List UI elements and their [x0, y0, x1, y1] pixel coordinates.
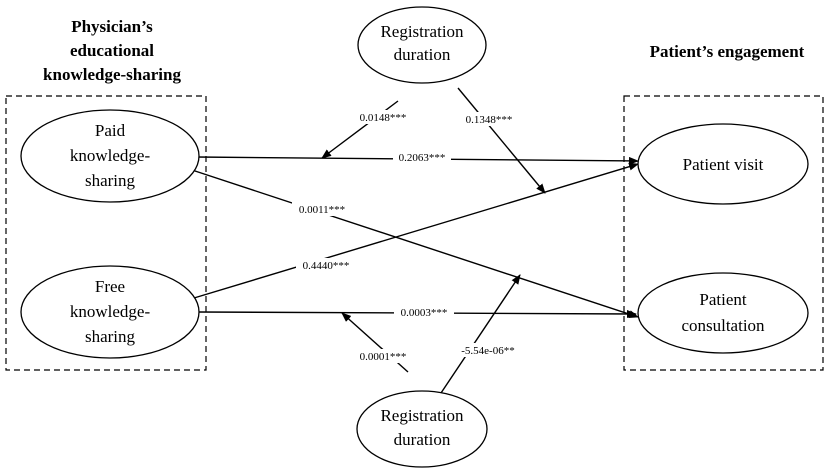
coef-free-to-visit: 0.4440***	[303, 260, 350, 272]
left-heading-line-1: Physician’s	[71, 17, 153, 36]
node-paid-line-1: Paid	[95, 121, 126, 140]
right-group-heading: Patient’s engagement	[650, 42, 805, 61]
edge-reg-bottom-to-paid-consult	[440, 274, 521, 394]
left-heading-line-2: educational	[70, 41, 154, 60]
node-reg-top-line-1: Registration	[380, 22, 464, 41]
node-patient-visit: Patient visit	[637, 123, 809, 205]
coef-free-to-consult: 0.0003***	[401, 307, 448, 319]
coef-reg-top-moderates-paid: 0.0148***	[360, 112, 407, 124]
right-group-box	[623, 95, 824, 371]
coef-paid-to-consult: 0.0011***	[299, 204, 345, 216]
coef-label-paid-to-consult: 0.0011***	[292, 202, 352, 216]
edge-reg-top-to-paid-visit	[321, 100, 399, 159]
coef-label-reg-top-free-visit: 0.1348***	[459, 112, 519, 126]
left-heading-line-3: knowledge-sharing	[43, 65, 181, 84]
left-group-box	[5, 95, 207, 371]
coef-label-reg-top-paid: 0.0148***	[353, 110, 413, 124]
node-patient-consultation: Patient consultation	[637, 272, 809, 354]
node-registration-duration-bottom: Registration duration	[356, 390, 488, 468]
coef-reg-bottom-moderates-free: 0.0001***	[360, 351, 407, 363]
coef-label-reg-bottom-paid-consult: -5.54e-06**	[453, 343, 523, 357]
node-free-line-2: knowledge-	[70, 302, 151, 321]
node-consult-line-2: consultation	[681, 316, 765, 335]
coef-label-paid-to-visit: 0.2063***	[393, 150, 451, 164]
edge-reg-bottom-to-free-consult	[341, 312, 409, 373]
coef-reg-bottom-moderates-paid-consult: -5.54e-06**	[461, 345, 514, 357]
edge-reg-top-to-free-visit	[457, 87, 546, 194]
node-free-knowledge-sharing: Free knowledge- sharing	[20, 265, 200, 359]
node-visit-line-1: Patient visit	[683, 155, 764, 174]
node-paid-line-3: sharing	[85, 171, 136, 190]
node-consult-line-1: Patient	[699, 290, 746, 309]
node-free-line-1: Free	[95, 277, 125, 296]
coef-reg-top-moderates-free-visit: 0.1348***	[466, 114, 513, 126]
node-reg-bottom-line-1: Registration	[380, 406, 464, 425]
node-free-line-3: sharing	[85, 327, 136, 346]
left-group-heading: Physician’s educational knowledge-sharin…	[43, 17, 181, 84]
node-registration-duration-top: Registration duration	[357, 6, 487, 84]
edge-free-to-visit	[193, 162, 639, 299]
node-reg-bottom-line-2: duration	[394, 430, 451, 449]
node-paid-line-2: knowledge-	[70, 146, 151, 165]
coef-label-free-to-visit: 0.4440***	[296, 258, 356, 272]
coef-label-free-to-consult: 0.0003***	[394, 305, 454, 319]
coef-label-reg-bottom-free: 0.0001***	[353, 349, 413, 363]
node-paid-knowledge-sharing: Paid knowledge- sharing	[20, 109, 200, 203]
edge-paid-to-consult	[191, 169, 639, 318]
node-reg-top-line-2: duration	[394, 45, 451, 64]
coef-paid-to-visit: 0.2063***	[399, 152, 446, 164]
